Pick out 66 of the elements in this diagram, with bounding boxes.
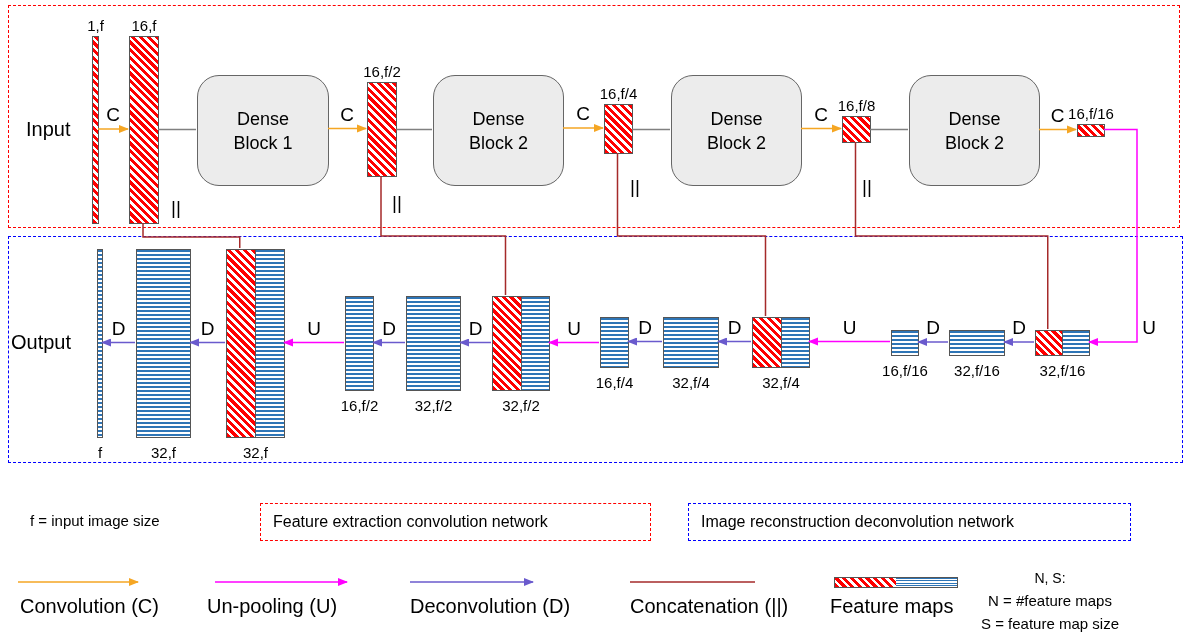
arrow (97, 125, 129, 133)
dense-block-box: Dense Block 1 (197, 75, 329, 186)
legend-text: Convolution (C) (20, 595, 159, 618)
size-label: 32,f/16 (1039, 362, 1086, 379)
arrow (189, 338, 226, 347)
arrow (1038, 125, 1077, 134)
arrow (372, 338, 406, 347)
size-label: 16,f/16 (882, 362, 928, 379)
size-label: 32,f/2 (414, 397, 453, 414)
arrow (917, 338, 949, 346)
connector-line (869, 128, 909, 131)
connector-line (142, 222, 241, 249)
size-label: 16,f/2 (340, 397, 379, 414)
arrow (627, 337, 663, 346)
connector-line (380, 175, 507, 296)
dense-block-box: Dense Block 2 (671, 75, 802, 186)
size-label: 32,f/16 (954, 362, 1000, 379)
size-label: 16,f/4 (595, 374, 634, 391)
legend-text: Un-pooling (U) (207, 595, 338, 618)
legend-text: Feature maps (830, 595, 954, 618)
legend-box: Feature extraction convolution network (260, 503, 651, 541)
dense-block-box: Dense Block 2 (909, 75, 1040, 186)
region-label: Output (11, 331, 72, 354)
arrow (1003, 338, 1035, 346)
edge-label: || (169, 198, 183, 218)
connector-line (854, 141, 1049, 330)
size-label: 16,f/16 (1068, 105, 1114, 122)
arrow (717, 337, 752, 346)
size-label: 1,f (87, 17, 104, 34)
size-label: 16,f/4 (599, 85, 638, 102)
arrow (327, 124, 367, 133)
legend-text: Deconvolution (D) (410, 595, 571, 618)
size-label: f (97, 444, 103, 461)
legend-box: Image reconstruction deconvolution network (688, 503, 1131, 541)
region-label: Input (26, 118, 71, 141)
arrow (283, 338, 345, 347)
note-text: S = feature map size (981, 615, 1119, 632)
note-text: f = input image size (30, 512, 160, 529)
size-label: 32,f (151, 444, 176, 461)
size-label: 16,f (131, 17, 157, 34)
connector-line (616, 152, 767, 317)
size-label: 32,f/2 (502, 397, 540, 414)
arrow (1088, 128, 1138, 346)
dense-block-box: Dense Block 2 (433, 75, 564, 186)
size-label: 16,f/8 (837, 97, 876, 114)
connector-line (395, 128, 433, 131)
edge-label: || (628, 177, 642, 197)
arrow (548, 338, 600, 347)
arrow (808, 337, 891, 346)
edge-label: || (860, 177, 874, 197)
note-text: N = #feature maps (988, 592, 1112, 609)
arrow (101, 338, 136, 347)
edge-label: || (390, 193, 404, 213)
size-label: 32,f/4 (762, 374, 800, 391)
dashed-region (8, 5, 1180, 228)
size-label: 32,f (243, 444, 268, 461)
dashed-region (8, 236, 1183, 463)
size-label: 32,f/4 (672, 374, 710, 391)
legend-text: Concatenation (||) (630, 595, 789, 618)
arrow (562, 124, 604, 132)
note-text: N, S: (1034, 570, 1066, 586)
connector-line (157, 128, 197, 131)
arrow (459, 338, 492, 347)
size-label: 16,f/2 (363, 63, 401, 80)
connector-line (631, 128, 671, 131)
arrow (800, 124, 842, 133)
